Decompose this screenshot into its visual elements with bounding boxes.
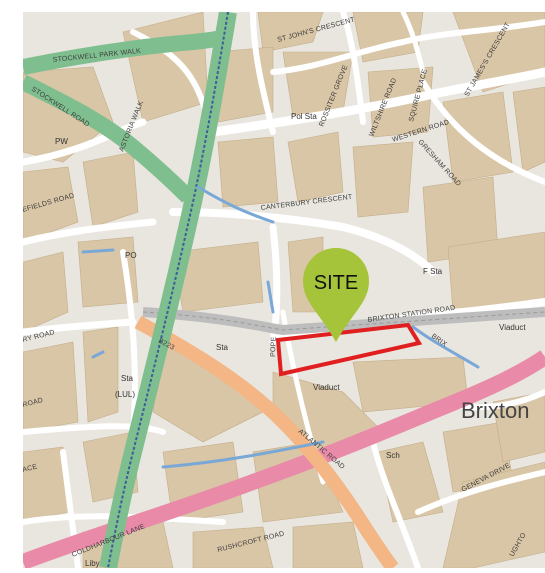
poi-label-sta-upper: Sta	[216, 343, 229, 352]
poi-label-sch: Sch	[386, 451, 400, 460]
pin-marker-icon	[303, 248, 369, 342]
map-canvas: SITE Brixton STOCKWELL PARK WALK STOCKWE…	[19, 9, 545, 573]
site-label: SITE	[314, 272, 358, 294]
site-pin[interactable]: SITE	[303, 248, 369, 342]
poi-label-pol-sta: Pol Sta	[291, 112, 317, 121]
area-label-brixton: Brixton	[461, 398, 529, 423]
stockwell-road	[19, 74, 194, 203]
poi-label-viaduct-center: Viaduct	[313, 383, 340, 392]
poi-label-f-sta: F Sta	[423, 267, 443, 276]
traffic-markings	[81, 185, 480, 469]
poi-label-po: PO	[125, 251, 137, 260]
brixton-road-marks	[107, 11, 229, 569]
poi-label-viaduct-right: Viaduct	[499, 323, 526, 332]
site-boundary[interactable]	[275, 322, 423, 377]
street-label-pope-road: POPE	[270, 336, 278, 357]
map-view[interactable]: SITE Brixton STOCKWELL PARK WALK STOCKWE…	[19, 9, 545, 573]
poi-label-pw: PW	[55, 137, 68, 146]
poi-label-lul: (LUL)	[115, 390, 135, 399]
poi-label-liby: Liby	[85, 559, 100, 568]
street-label-road-left: ROAD	[23, 397, 44, 409]
poi-label-sta-lower: Sta	[121, 374, 134, 383]
street-label-ace: ACE	[23, 463, 38, 473]
